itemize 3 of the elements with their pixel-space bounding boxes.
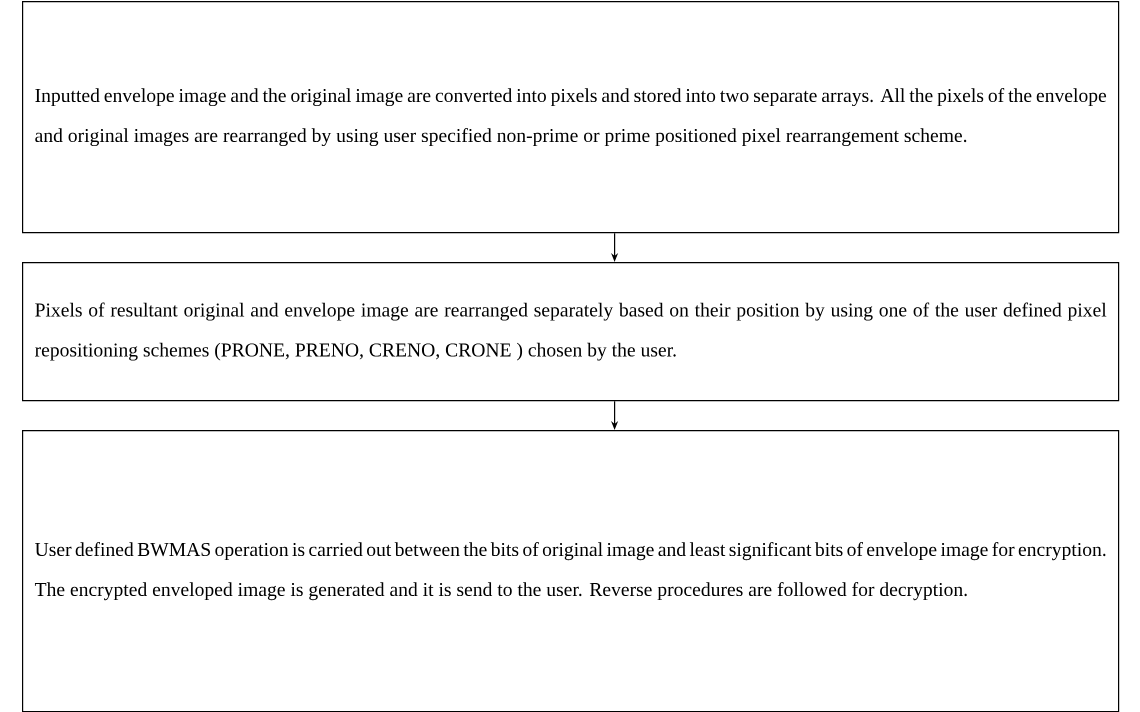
text-box: Pixels of resultant original and envelope image are rearranged separately based on their position by using one of the user defined pixel repositioning schemes (PRONE, PRENO, CRENO, CRONE ) chosen by the user. [22,262,1120,402]
text-box: Inputted envelope image and the original image are converted into pixels and stored into two separate arrays. All the pixels of the envelope and original images are rearranged by using user specified non-prime or prime positioned pixel rearrangement scheme. [22,1,1120,234]
text-box: User defined BWMAS operation is carried out between the bits of original image and least significant bits of envelope image for encryption. The encrypted enveloped image is generated and it is send to the user. Reverse procedures are followed for decryption. [22,430,1120,712]
